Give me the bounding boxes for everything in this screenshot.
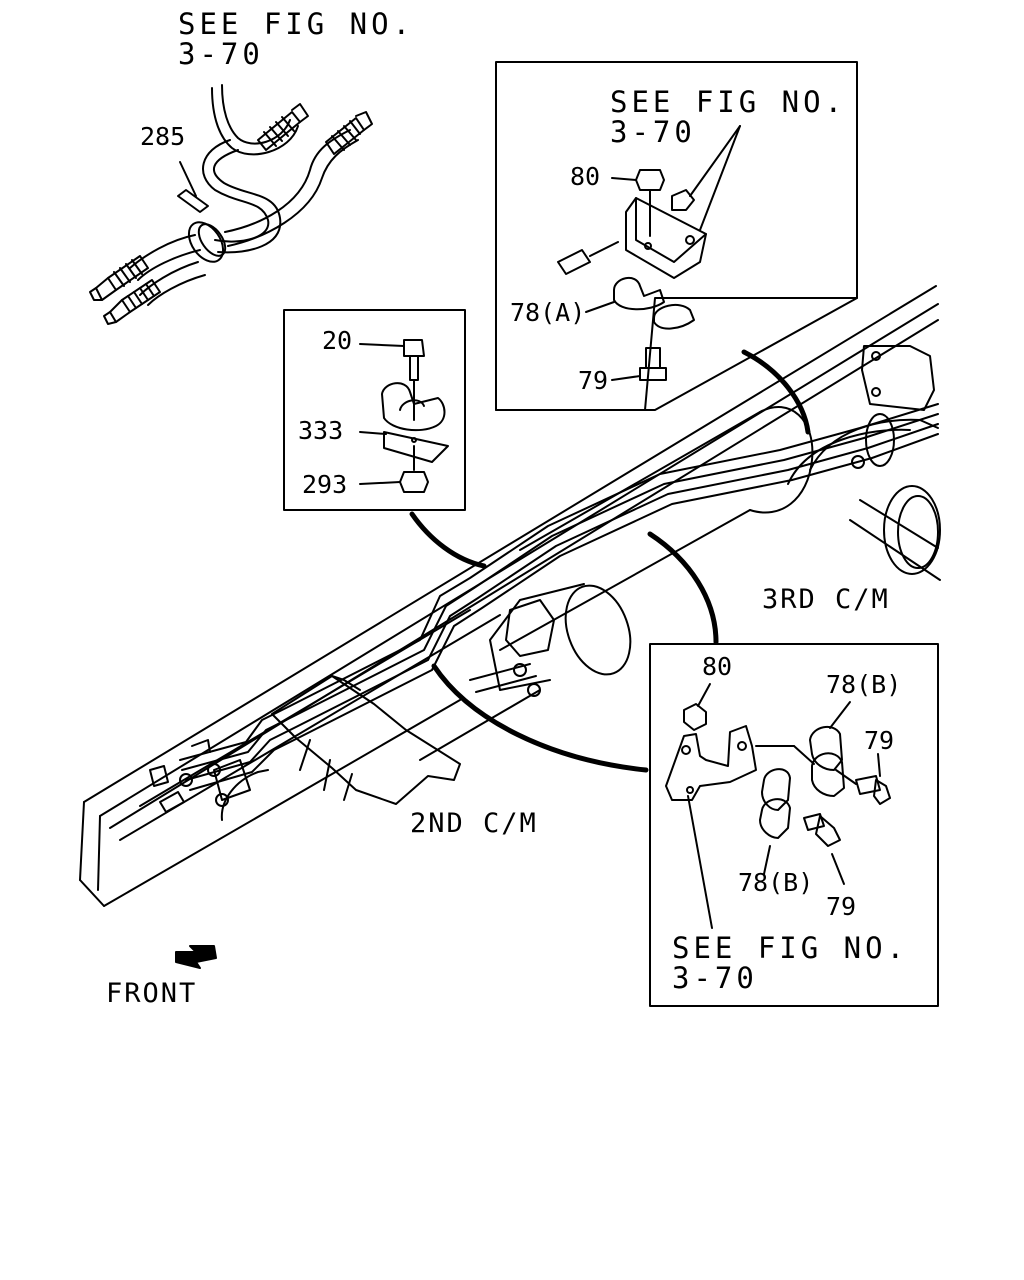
cross-member-label-3rd: 3RD C/M bbox=[762, 584, 890, 615]
part-label-285: 285 bbox=[140, 122, 186, 151]
see-fig-box3-line1: SEE FIG NO. bbox=[672, 931, 909, 965]
cross-member-label-2nd: 2ND C/M bbox=[410, 808, 538, 839]
part-label-80-box1: 80 bbox=[570, 162, 601, 191]
braided-end-top-2 bbox=[326, 112, 372, 154]
part-label-78a: 78(A) bbox=[510, 298, 586, 327]
detail-box-3 bbox=[650, 644, 938, 1006]
part-label-79-right: 79 bbox=[864, 726, 895, 755]
part-label-293: 293 bbox=[302, 470, 348, 499]
cross-member-2nd bbox=[272, 676, 460, 804]
part-label-78b-bottom: 78(B) bbox=[738, 868, 814, 897]
part-label-80-box3: 80 bbox=[702, 652, 733, 681]
see-fig-box1-line1: SEE FIG NO. bbox=[610, 85, 847, 119]
front-arrow-icon bbox=[176, 946, 216, 968]
clamp-285 bbox=[178, 190, 231, 268]
braided-end-top-1 bbox=[258, 104, 308, 150]
valve-assembly bbox=[470, 577, 642, 696]
part-label-79-box1: 79 bbox=[578, 366, 609, 395]
detail-box-2 bbox=[284, 310, 465, 510]
braided-end-bottom-1 bbox=[90, 256, 148, 300]
part-label-79-bottom: 79 bbox=[826, 892, 857, 921]
hose-assembly bbox=[90, 85, 372, 324]
brake-pipes bbox=[150, 404, 938, 820]
detail-box-1 bbox=[496, 62, 857, 410]
part-label-333: 333 bbox=[298, 416, 344, 445]
callout-arcs bbox=[412, 352, 808, 770]
braided-end-bottom-2 bbox=[104, 280, 160, 324]
see-fig-box1-line2: 3-70 bbox=[610, 115, 696, 149]
see-fig-box3-line2: 3-70 bbox=[672, 961, 758, 995]
front-label: FRONT bbox=[106, 978, 198, 1009]
part-label-20: 20 bbox=[322, 326, 353, 355]
see-fig-top-line1: SEE FIG NO. bbox=[178, 7, 415, 41]
tank bbox=[500, 407, 812, 650]
part-label-78b-top: 78(B) bbox=[826, 670, 902, 699]
see-fig-top-line2: 3-70 bbox=[178, 37, 264, 71]
